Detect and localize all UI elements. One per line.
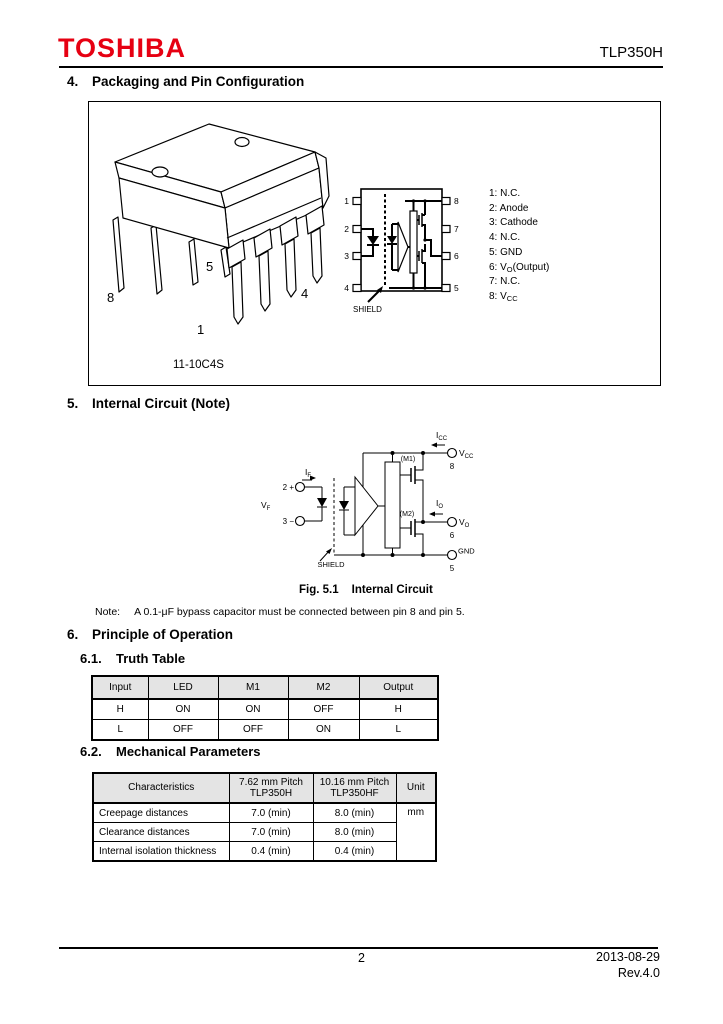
icc-current-label: ICC <box>436 430 448 442</box>
pin-number-7: 7 <box>454 224 459 234</box>
io-current-label: IO <box>436 498 443 510</box>
pin-number-2: 2 <box>344 224 349 234</box>
if-current-label: IF <box>305 467 311 479</box>
mech-table-row: Clearance distances 7.0 (min) 8.0 (min) <box>92 822 436 842</box>
figure-title: Internal Circuit <box>351 584 433 596</box>
gnd-terminal-label: GND <box>458 547 475 556</box>
vo-terminal-label: VO <box>459 517 470 529</box>
internal-circuit-diagram: 2 + 3 − IF VF SHIELD ICC VCC 8 (M1) IO V… <box>261 430 475 573</box>
pin-list-item: 7: N.C. <box>489 276 521 288</box>
section-6-1-heading: 6.1. Truth Table <box>80 651 185 666</box>
pin-number-6: 6 <box>454 251 459 261</box>
pin8-number: 8 <box>450 462 455 471</box>
packaging-figure-box: 8 5 1 4 11-10C4S <box>88 101 661 386</box>
pin-list-item: 1: N.C. <box>489 188 521 199</box>
note-text: A 0.1-μF bypass capacitor must be connec… <box>134 606 465 618</box>
footer-rule <box>59 947 658 949</box>
section-5-heading: 5. Internal Circuit (Note) <box>67 396 230 411</box>
section-6-2-heading: 6.2. Mechanical Parameters <box>80 744 261 759</box>
vcc-terminal-label: VCC <box>459 448 474 460</box>
pin-list-item: 8: VCC <box>489 290 518 303</box>
truth-header-m2: M2 <box>287 675 360 700</box>
pin-number-8: 8 <box>454 196 459 206</box>
section-6-2-number: 6.2. <box>80 744 102 759</box>
pin-number-5: 5 <box>454 283 459 293</box>
pin-function-list: 1: N.C. 2: Anode 3: Cathode 4: N.C. 5: G… <box>489 188 549 306</box>
shield-label: SHIELD <box>317 560 345 569</box>
pin-number-3: 3 <box>344 251 349 261</box>
pin-list-item: 4: N.C. <box>489 232 521 244</box>
truth-table-header-row: Input LED M1 M2 Output <box>91 675 439 700</box>
mech-header-characteristics: Characteristics <box>92 772 230 804</box>
shield-label: SHIELD <box>353 305 382 314</box>
vf-voltage-label: VF <box>261 500 271 512</box>
section-6-1-title: Truth Table <box>116 651 186 666</box>
pin5-number: 5 <box>450 564 455 573</box>
section-5-number: 5. <box>67 396 79 411</box>
footer-date: 2013-08-29 <box>596 950 660 964</box>
pin4-callout: 4 <box>301 286 308 301</box>
mech-header-unit: Unit <box>395 772 437 804</box>
pin-list-item: 2: Anode <box>489 202 529 214</box>
pin5-callout: 5 <box>206 259 213 274</box>
dip8-package-drawing: 8 5 1 4 11-10C4S <box>107 123 330 371</box>
section-4-title: Packaging and Pin Configuration <box>92 74 305 89</box>
pin-number-4: 4 <box>344 283 349 293</box>
section-4-number: 4. <box>67 74 79 89</box>
cathode-pin-label: 3 − <box>283 517 295 526</box>
footer-revision: Rev.4.0 <box>617 966 660 980</box>
truth-header-led: LED <box>147 675 219 700</box>
package-name-label: 11-10C4S <box>173 359 224 371</box>
section-6-2-title: Mechanical Parameters <box>116 744 261 759</box>
m1-label: (M1) <box>401 456 415 463</box>
pin-list-item: 5: GND <box>489 246 523 258</box>
note-line: Note: A 0.1-μF bypass capacitor must be c… <box>95 606 465 618</box>
truth-table-row: H ON ON OFF H <box>91 698 439 720</box>
header-rule <box>59 66 663 68</box>
note-label: Note: <box>95 606 121 618</box>
pin8-callout: 8 <box>107 290 114 305</box>
mech-unit-value: mm <box>395 802 437 862</box>
section-6-number: 6. <box>67 627 79 642</box>
truth-table: Input LED M1 M2 Output H ON ON OFF H L O… <box>91 675 439 741</box>
pin-number-1: 1 <box>344 196 349 206</box>
pin6-number: 6 <box>450 531 455 540</box>
mech-table-row: Internal isolation thickness 0.4 (min) 0… <box>92 841 436 862</box>
toshiba-logo: TOSHIBA <box>58 33 187 63</box>
pin-list-item: 6: VO(Output) <box>489 261 550 274</box>
pin-config-diagram: 1 2 3 4 8 7 6 5 SHIELD <box>344 188 459 314</box>
page-number: 2 <box>358 951 365 965</box>
truth-table-row: L OFF OFF ON L <box>91 719 439 741</box>
m2-label: (M2) <box>400 511 414 518</box>
truth-header-output: Output <box>358 675 439 700</box>
section-6-title: Principle of Operation <box>92 627 234 642</box>
section-6-heading: 6. Principle of Operation <box>67 627 233 642</box>
truth-header-m1: M1 <box>217 675 289 700</box>
figure-number: Fig. 5.1 <box>299 584 339 596</box>
anode-pin-label: 2 + <box>283 483 295 492</box>
truth-header-input: Input <box>91 675 149 700</box>
figure-caption: Fig. 5.1 Internal Circuit <box>299 584 433 596</box>
section-6-1-number: 6.1. <box>80 651 102 666</box>
mech-table-row: Creepage distances 7.0 (min) 8.0 (min) m… <box>92 802 437 862</box>
pin1-callout: 1 <box>197 322 204 337</box>
section-5-title: Internal Circuit (Note) <box>92 396 231 411</box>
part-number: TLP350H <box>599 44 663 61</box>
pin-list-item: 3: Cathode <box>489 217 538 229</box>
section-4-heading: 4. Packaging and Pin Configuration <box>67 74 304 89</box>
